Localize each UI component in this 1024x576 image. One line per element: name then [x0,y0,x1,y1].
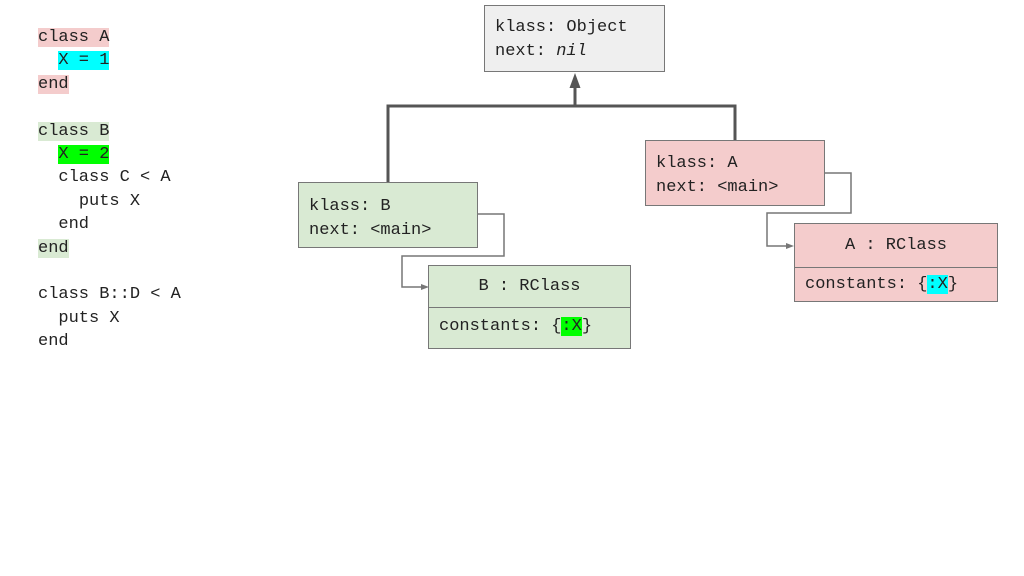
code-line: end [38,237,181,260]
a-rclass-box: A : RClass constants: {:X} [794,223,998,302]
code-line-text: end [38,238,69,258]
a-rclass-title: A : RClass [795,224,997,268]
inheritance-connector-a [575,104,737,140]
code-line: class A [38,26,181,49]
code-line-text: end [38,74,69,94]
object-klass-label: klass: Object [495,18,628,37]
code-line-text: end [58,215,90,235]
b-rclass-box: B : RClass constants: {:X} [428,265,631,349]
b-rclass-title: B : RClass [429,266,630,308]
code-line: puts X [38,307,181,330]
code-line: class C < A [38,166,181,189]
b-klass-label: klass: B [309,197,391,216]
b-frame-box: klass: B next: <main> [298,182,478,248]
code-listing: class A X = 1 end class B X = 2 class C < … [38,26,181,353]
code-line-text: X = 2 [58,144,110,164]
object-next-label: next: nil [495,42,587,61]
b-rclass-constants: constants: {:X} [439,317,593,336]
code-line-text: class B [38,121,110,141]
code-line: class B [38,120,181,143]
a-constant-key: :X [927,275,948,294]
klass-pointer-b-arrowhead [421,284,429,290]
inheritance-connector-b [386,88,577,182]
inheritance-arrowhead [569,73,581,88]
code-line: end [38,73,181,96]
code-line: X = 1 [38,49,181,72]
klass-pointer-a [766,172,852,247]
code-line-text: X = 1 [58,51,110,71]
code-line-text: class C < A [58,168,171,188]
klass-pointer-b [401,213,505,288]
code-line-text: class A [38,28,110,47]
a-frame-box: klass: A next: <main> [645,140,825,206]
object-frame-box: klass: Object next: nil [484,5,665,72]
b-constant-key: :X [561,317,582,336]
code-line-text: puts X [58,308,120,328]
b-next-label: next: <main> [309,221,432,240]
code-line: puts X [38,190,181,213]
code-line: class B::D < A [38,283,181,306]
a-next-label: next: <main> [656,178,779,197]
object-next-value: nil [556,42,587,61]
code-line: X = 2 [38,143,181,166]
a-rclass-constants: constants: {:X} [805,275,959,294]
klass-pointer-a-arrowhead [786,243,794,249]
code-line: end [38,330,181,353]
code-line-text: end [38,332,69,352]
code-line-text: puts X [78,191,141,211]
a-klass-label: klass: A [656,154,738,173]
code-line: end [38,213,181,236]
code-line-text: class B::D < A [38,285,181,305]
